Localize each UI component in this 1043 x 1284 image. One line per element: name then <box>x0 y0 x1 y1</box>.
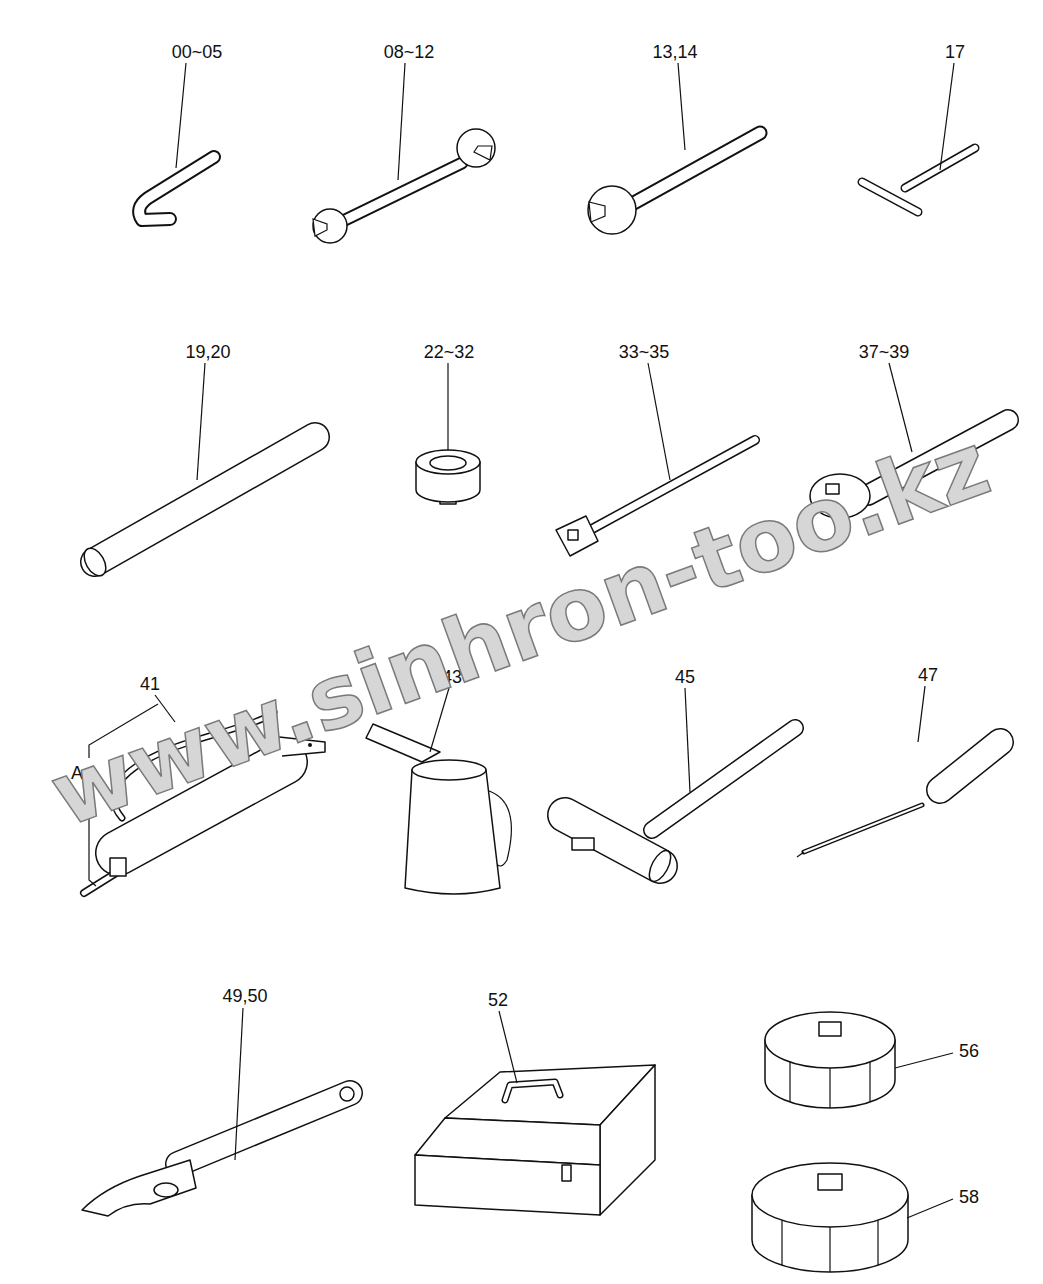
watermark: www.sinhron-too.kz <box>40 420 999 841</box>
screwdriver <box>797 742 1000 857</box>
pipe-bar <box>95 437 315 562</box>
hammer <box>565 815 660 866</box>
leader-lines <box>499 1011 517 1083</box>
socket <box>416 450 480 504</box>
screwdriver <box>940 742 1000 790</box>
callout-number: 56 <box>959 1042 979 1060</box>
single-open-wrench <box>588 133 760 234</box>
filter-wrench <box>752 1163 908 1272</box>
screwdriver <box>940 742 1000 790</box>
pipe-bar <box>80 437 315 579</box>
adjustable-wrench <box>82 1160 196 1216</box>
oil-can <box>412 760 486 780</box>
hammer <box>565 728 795 885</box>
adjustable-wrench <box>178 1093 350 1164</box>
leader-lines <box>918 686 925 742</box>
filter-wrench <box>782 1220 878 1272</box>
adjustable-wrench <box>82 1087 354 1216</box>
leader-lines <box>895 1053 953 1068</box>
callout-number: 22~32 <box>424 343 475 361</box>
filter-wrench <box>818 1174 842 1190</box>
callout-number: 19,20 <box>185 343 230 361</box>
toolbox <box>415 1155 600 1215</box>
t-wrench <box>862 148 975 212</box>
double-open-wrench <box>474 146 492 160</box>
screwdriver <box>804 805 922 852</box>
single-open-wrench <box>589 202 605 222</box>
hammer <box>652 728 795 830</box>
callout-number: 37~39 <box>859 343 910 361</box>
adjustable-wrench <box>154 1183 178 1197</box>
leader-lines <box>889 363 912 452</box>
leader-lines <box>648 363 670 480</box>
toolbox <box>415 1065 655 1215</box>
pipe-bar <box>95 437 315 562</box>
leader-lines <box>678 63 685 150</box>
extension-bar <box>556 516 598 556</box>
toolbox <box>562 1165 571 1181</box>
filter-wrench <box>765 1012 895 1108</box>
single-open-wrench <box>632 133 760 204</box>
hammer <box>645 847 675 885</box>
t-wrench <box>862 182 918 212</box>
leader-lines <box>685 688 690 792</box>
screwdriver <box>797 852 804 857</box>
pipe-bar <box>80 545 111 580</box>
callout-number: 49,50 <box>222 987 267 1005</box>
hammer <box>572 838 594 850</box>
hammer <box>652 728 795 830</box>
leader-lines <box>907 1199 953 1218</box>
adjustable-wrench <box>178 1093 350 1164</box>
grease-gun <box>110 858 126 876</box>
callout-number: 17 <box>945 43 965 61</box>
oil-can <box>405 770 500 894</box>
filter-wrench <box>819 1022 841 1036</box>
hammer <box>565 815 660 866</box>
callout-number: 41 <box>140 675 160 693</box>
callout-number: 33~35 <box>619 343 670 361</box>
callout-number: 00~05 <box>172 43 223 61</box>
double-open-wrench <box>313 209 347 243</box>
filter-wrench <box>765 1012 895 1068</box>
oil-can <box>366 724 511 894</box>
callout-number: 47 <box>918 666 938 684</box>
single-open-wrench <box>632 133 760 204</box>
double-open-wrench <box>313 129 495 243</box>
leader-lines <box>235 1008 243 1160</box>
leader-lines <box>398 63 405 180</box>
leader-lines <box>940 63 954 170</box>
adjustable-wrench <box>340 1087 354 1101</box>
double-open-wrench <box>457 129 495 167</box>
callout-number: 45 <box>675 668 695 686</box>
leader-lines <box>447 363 448 450</box>
double-open-wrench <box>345 163 462 220</box>
double-open-wrench <box>313 219 327 236</box>
filter-wrench <box>790 1062 870 1108</box>
leader-lines <box>176 63 186 168</box>
socket <box>416 450 480 474</box>
extension-bar <box>568 530 578 540</box>
oil-can <box>366 724 440 762</box>
callout-number: 58 <box>959 1188 979 1206</box>
toolbox <box>505 1082 560 1100</box>
single-open-wrench <box>588 186 636 234</box>
callout-number: 13,14 <box>652 43 697 61</box>
toolbox <box>600 1065 655 1215</box>
callout-number: 08~12 <box>384 43 435 61</box>
t-wrench <box>862 182 918 212</box>
screwdriver <box>804 805 922 852</box>
toolbox <box>505 1082 560 1100</box>
filter-wrench <box>752 1163 908 1227</box>
leader-lines <box>197 363 205 480</box>
socket <box>430 456 466 470</box>
double-open-wrench <box>345 163 462 220</box>
callout-number: 52 <box>488 991 508 1009</box>
